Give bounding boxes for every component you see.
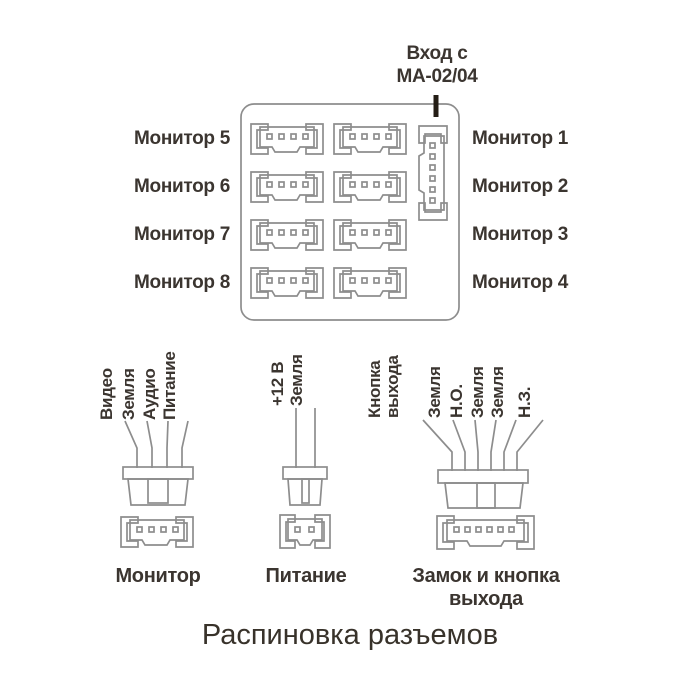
pin-label-video: Видео	[97, 368, 116, 420]
pin-label-no: Н.О.	[447, 384, 466, 418]
lock-plug	[437, 469, 529, 509]
lock-wires	[422, 419, 544, 471]
board-connector-monitor-5	[250, 123, 324, 155]
input-label: Вход с МА-02/04	[372, 42, 502, 88]
board-label-monitor-1: Монитор 1	[472, 128, 569, 149]
input-label-line2: МА-02/04	[396, 66, 478, 87]
caption-monitor: Монитор	[115, 565, 201, 587]
input-label-line1: Вход с	[406, 43, 468, 64]
board-label-monitor-4: Монитор 4	[472, 272, 569, 293]
pin-label-ground: Земля	[119, 368, 138, 420]
board-label-monitor-3: Монитор 3	[472, 224, 569, 245]
monitor-socket	[120, 516, 194, 548]
pin-label-plus12v: +12 В	[268, 361, 287, 406]
pin-label-nc: Н.З.	[515, 386, 534, 418]
board-input-connector	[418, 125, 448, 221]
pin-label-lock-ground-3: Земля	[488, 366, 507, 418]
board-connector-monitor-6	[250, 171, 324, 203]
pin-label-power: Питание	[160, 351, 179, 420]
pin-label-lock-ground-1: Земля	[425, 366, 444, 418]
board-connector-monitor-7	[250, 219, 324, 251]
page-title: Распиновка разъемов	[201, 619, 499, 651]
pin-label-audio: Аудио	[140, 368, 159, 420]
board-label-monitor-7: Монитор 7	[133, 224, 230, 245]
board-label-monitor-6: Монитор 6	[133, 176, 230, 197]
board-connector-monitor-8	[250, 267, 324, 299]
board-connector-monitor-3	[333, 219, 407, 251]
power-socket	[279, 514, 331, 549]
board-connector-monitor-4	[333, 267, 407, 299]
board-outline	[240, 103, 460, 321]
board-label-monitor-8: Монитор 8	[133, 272, 230, 293]
monitor-plug	[122, 466, 194, 506]
pin-label-power-ground: Земля	[287, 354, 306, 406]
board-connector-monitor-2	[333, 171, 407, 203]
power-wires	[295, 408, 316, 468]
lock-socket	[436, 515, 535, 550]
board-label-monitor-2: Монитор 2	[472, 176, 569, 197]
caption-power: Питание	[265, 565, 347, 587]
pin-label-lock-ground-2: Земля	[468, 366, 487, 418]
caption-lock: Замок и кнопка выхода	[412, 565, 560, 610]
board-label-monitor-5: Монитор 5	[133, 128, 230, 149]
pin-label-exit-button: Кнопка выхода	[365, 355, 402, 418]
power-plug	[282, 466, 328, 506]
monitor-wires	[124, 420, 189, 468]
board-connector-monitor-1	[333, 123, 407, 155]
